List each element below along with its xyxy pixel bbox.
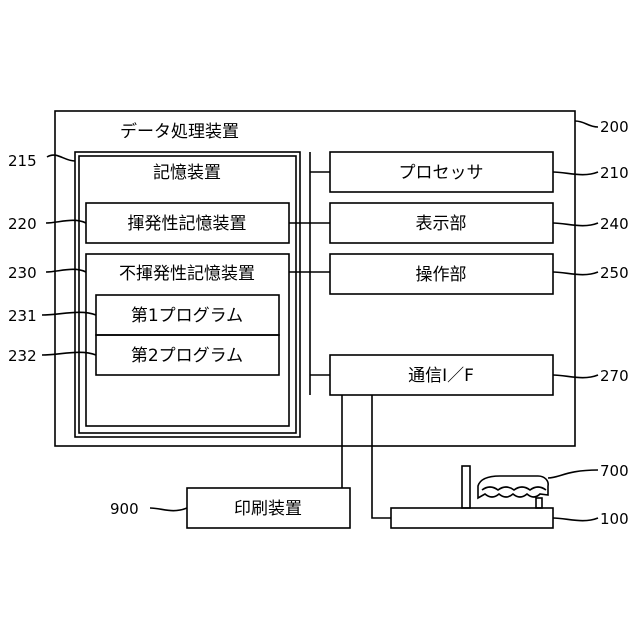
- ref-210: 210: [600, 164, 629, 182]
- device-base: [391, 508, 553, 528]
- printer-label: 印刷装置: [234, 499, 302, 519]
- ref-270: 270: [600, 367, 629, 385]
- volatile-label: 揮発性記憶装置: [128, 214, 247, 234]
- leader-231: [42, 312, 96, 315]
- ref-100: 100: [600, 510, 629, 528]
- device-stand: [536, 498, 542, 508]
- leader-215: [47, 155, 75, 161]
- leader-200: [575, 121, 598, 127]
- leader-900: [150, 508, 187, 511]
- storage-label: 記憶装置: [153, 163, 221, 183]
- leader-232: [42, 352, 96, 355]
- processor-label: プロセッサ: [399, 163, 484, 183]
- nonvolatile-label: 不揮発性記憶装置: [119, 264, 255, 284]
- device-title: データ処理装置: [120, 121, 239, 142]
- program2-label: 第2プログラム: [131, 346, 243, 366]
- ref-700: 700: [600, 462, 629, 480]
- ref-232: 232: [8, 347, 37, 365]
- ref-240: 240: [600, 215, 629, 233]
- leader-700: [548, 470, 598, 478]
- leader-230: [46, 269, 86, 272]
- display-label: 表示部: [416, 214, 467, 234]
- ref-231: 231: [8, 307, 37, 325]
- device-pillar: [462, 466, 470, 508]
- ref-230: 230: [8, 264, 37, 282]
- ref-250: 250: [600, 264, 629, 282]
- ref-215: 215: [8, 152, 37, 170]
- leader-100: [553, 518, 598, 521]
- comm-if-label: 通信I／F: [408, 366, 474, 386]
- object-700-inner: [482, 487, 546, 490]
- operation-label: 操作部: [416, 265, 467, 285]
- ref-200: 200: [600, 118, 629, 136]
- ref-900: 900: [110, 500, 139, 518]
- leader-220: [46, 220, 86, 223]
- ref-220: 220: [8, 215, 37, 233]
- comm-to-device: [372, 395, 391, 518]
- program1-label: 第1プログラム: [131, 306, 243, 326]
